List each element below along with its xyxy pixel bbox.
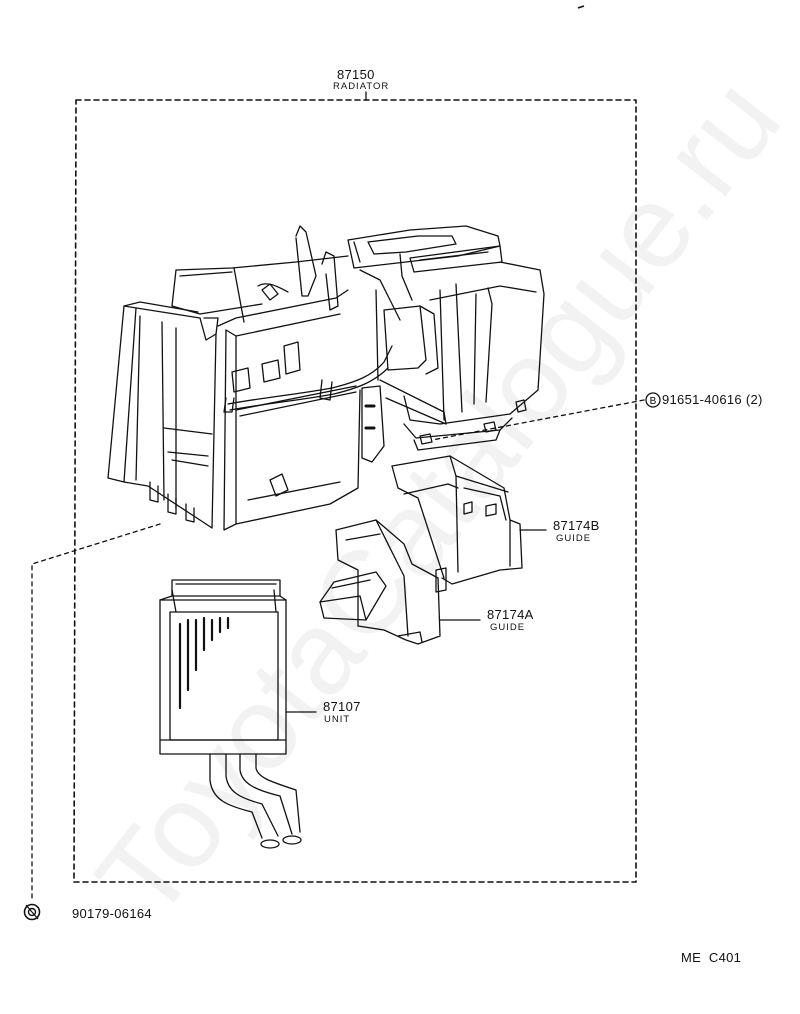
unit-part-number: 87107: [323, 699, 361, 714]
diagram-code: ME C401: [681, 950, 742, 965]
bolt-number: 91651-40616: [662, 392, 742, 407]
guide-a-part-name: GUIDE: [490, 622, 526, 633]
radiator-part-name: RADIATOR: [333, 81, 390, 92]
heater-core-unit: [159, 579, 302, 849]
guide-87174a: [319, 519, 447, 645]
bolt-symbol-letter: B: [650, 396, 657, 407]
clip-symbol-icon: [23, 903, 41, 921]
heater-case: [107, 225, 545, 531]
corner-mark: [577, 5, 585, 9]
bolt-qty: (2): [745, 392, 763, 407]
guide-b-part-name: GUIDE: [556, 533, 592, 544]
bolt-part-number: 91651-40616 (2): [662, 393, 763, 406]
unit-part-name: UNIT: [324, 714, 351, 725]
guide-b-part-number: 87174B: [553, 518, 600, 533]
clip-part-number: 90179-06164: [72, 906, 152, 921]
bolt-symbol-icon: B: [645, 392, 661, 408]
clip-leader: [31, 523, 161, 901]
guide-87174b: [391, 455, 523, 585]
radiator-part-number: 87150: [337, 67, 375, 82]
bolt-leader: [431, 399, 645, 441]
guide-a-part-number: 87174A: [487, 607, 534, 622]
assembly-boundary: [73, 99, 637, 883]
